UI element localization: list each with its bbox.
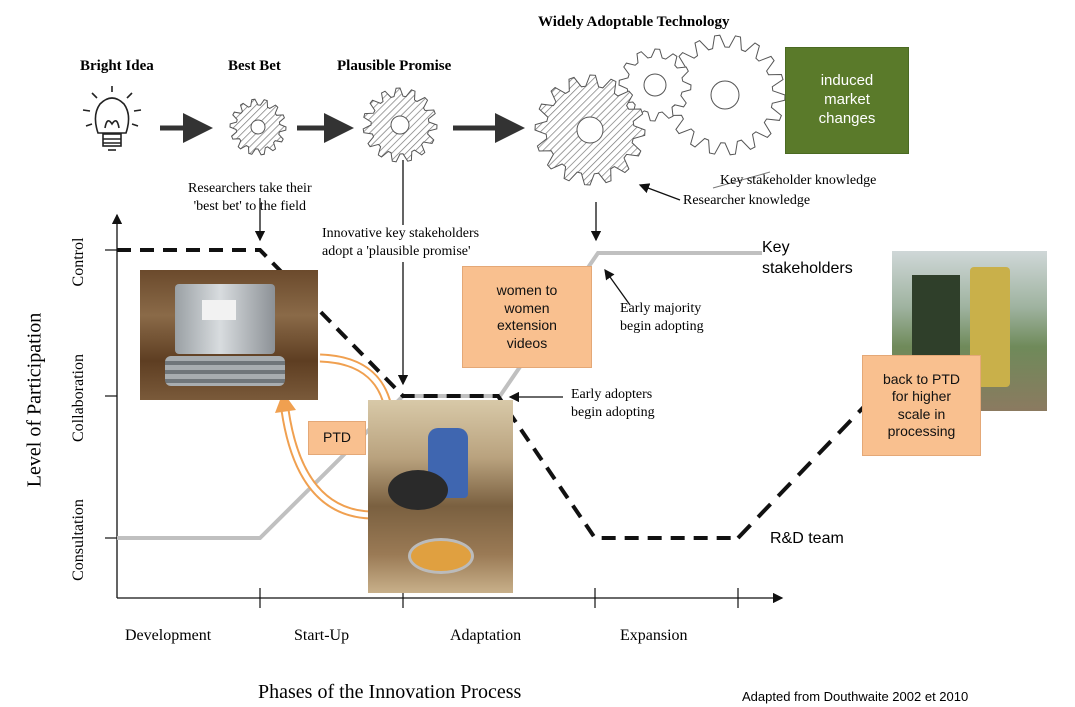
annotation-innovative-stakeholders: Innovative key stakeholders adopt a 'pla… <box>322 226 480 260</box>
y-level-consultation: Consultation <box>70 499 87 581</box>
series-label-key-stakeholders: Key stakeholders <box>762 239 853 277</box>
x-phase-adaptation: Adaptation <box>450 627 522 644</box>
x-axis-title: Phases of the Innovation Process <box>258 681 522 703</box>
induced-market-changes-box: induced market changes <box>785 47 909 154</box>
women-videos-box: women to women extension videos <box>462 266 592 368</box>
gear-hub-icon <box>250 119 266 135</box>
y-level-control: Control <box>70 237 87 287</box>
rd-team-rise-line <box>736 388 882 540</box>
x-phase-start-up: Start-Up <box>294 627 350 644</box>
gear-hub-icon <box>390 115 410 135</box>
y-level-collaboration: Collaboration <box>70 354 87 442</box>
pot-shape <box>388 470 448 510</box>
back-to-ptd-box: back to PTD for higher scale in processi… <box>862 355 981 456</box>
bowl-shape <box>408 538 474 574</box>
pot-base-shape <box>165 356 285 386</box>
source-note: Adapted from Douthwaite 2002 et 2010 <box>742 689 969 704</box>
annotation-early-adopters: Early adopters begin adopting <box>571 387 655 421</box>
x-phase-expansion: Expansion <box>620 627 688 644</box>
gear-hub-icon <box>576 116 604 144</box>
gear-hub-icon <box>643 73 667 97</box>
early-majority-arrow <box>604 268 631 306</box>
lightbulb-icon <box>82 86 142 151</box>
stage-widely-adoptable: Widely Adoptable Technology <box>538 14 730 30</box>
x-phase-development: Development <box>125 627 212 644</box>
y-axis-title: Level of Participation <box>23 312 46 488</box>
key-stakeholder-knowledge-bracket <box>712 171 771 189</box>
stage-plausible-promise: Plausible Promise <box>337 58 452 74</box>
stage-bright-idea: Bright Idea <box>80 58 154 74</box>
cooker-photo <box>140 270 318 400</box>
gear-hub-icon <box>710 80 740 110</box>
annotation-researchers-best-bet: Researchers take their 'best bet' to the… <box>188 181 312 215</box>
stage-best-bet: Best Bet <box>228 58 281 74</box>
series-label-rd-team: R&D team <box>770 530 844 547</box>
researcher-knowledge-arrow <box>638 183 681 201</box>
ptd-box: PTD <box>308 421 366 455</box>
annotation-early-majority: Early majority begin adopting <box>620 301 704 335</box>
annotation-key-stakeholder-knowledge: Key stakeholder knowledge <box>720 173 877 188</box>
annotation-researcher-knowledge: Researcher knowledge <box>683 193 811 208</box>
label-tag-shape <box>202 300 236 320</box>
rd-team-line <box>117 248 738 540</box>
women-cooking-photo <box>368 400 513 593</box>
